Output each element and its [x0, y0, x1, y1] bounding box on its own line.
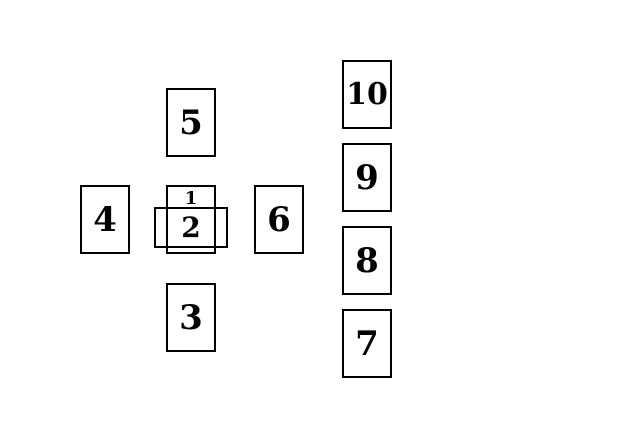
card-position-9-label: 9: [355, 157, 379, 198]
card-position-8: 8: [342, 226, 392, 295]
card-position-2-label: 2: [181, 210, 201, 244]
card-position-4: 4: [80, 185, 130, 254]
card-position-1: 1: [166, 185, 216, 254]
card-position-9: 9: [342, 143, 392, 212]
card-position-3: 3: [166, 283, 216, 352]
card-position-5: 5: [166, 88, 216, 157]
card-position-7-label: 7: [355, 323, 379, 364]
card-position-6-label: 6: [267, 199, 291, 240]
card-position-4-label: 4: [93, 199, 117, 240]
card-position-2-crossing: 2: [154, 207, 228, 248]
card-position-3-label: 3: [179, 297, 203, 338]
card-position-8-label: 8: [355, 240, 379, 281]
card-position-1-label: 1: [184, 188, 198, 209]
card-position-6: 6: [254, 185, 304, 254]
card-position-5-label: 5: [179, 102, 203, 143]
card-position-10-label: 10: [346, 76, 388, 112]
card-position-7: 7: [342, 309, 392, 378]
card-position-10: 10: [342, 60, 392, 129]
